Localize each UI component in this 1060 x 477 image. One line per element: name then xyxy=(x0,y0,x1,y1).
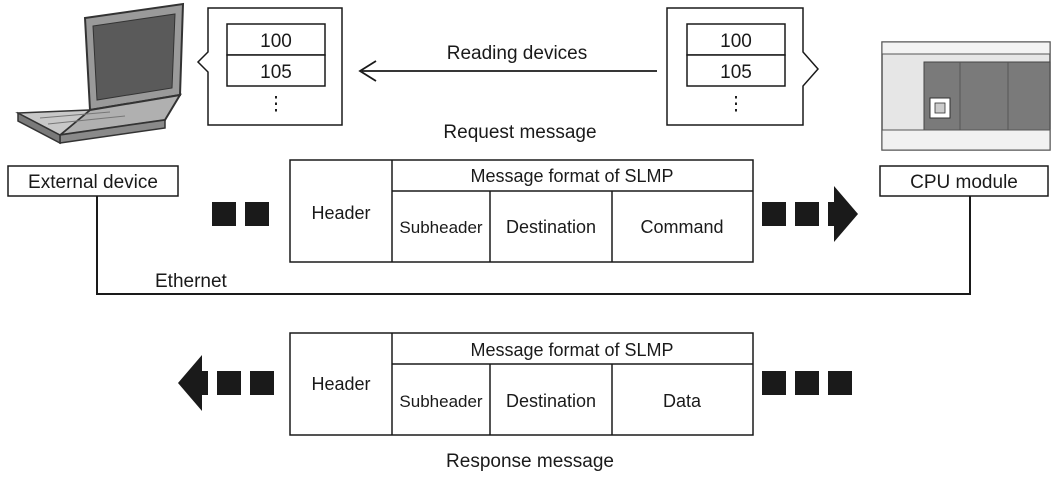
response-message-frame: Header Message format of SLMP Subheader … xyxy=(289,332,754,436)
laptop-icon xyxy=(15,2,185,145)
reading-arrow xyxy=(358,60,657,82)
response-header-cell: Header xyxy=(311,374,370,394)
request-message-frame: Header Message format of SLMP Subheader … xyxy=(289,159,754,263)
external-device-values-callout: 100 105 ⋮ xyxy=(196,7,343,126)
reading-devices-label: Reading devices xyxy=(447,43,587,64)
cpu-device-values-callout: 100 105 ⋮ xyxy=(666,7,820,126)
cpu-device-ellipsis: ⋮ xyxy=(727,94,746,115)
response-field-destination: Destination xyxy=(506,391,596,411)
plc-module-icon xyxy=(881,41,1051,151)
request-flow-arrow xyxy=(212,186,858,242)
response-format-title: Message format of SLMP xyxy=(470,340,673,360)
ethernet-cable xyxy=(96,196,971,295)
request-format-title: Message format of SLMP xyxy=(470,166,673,186)
response-message-caption: Response message xyxy=(446,451,614,472)
response-flow-arrow xyxy=(178,355,852,411)
external-device-value-0: 100 xyxy=(260,31,292,52)
cpu-module-label: CPU module xyxy=(910,172,1018,193)
response-field-data: Data xyxy=(663,391,702,411)
request-field-destination: Destination xyxy=(506,217,596,237)
ethernet-label: Ethernet xyxy=(155,271,228,292)
request-field-subheader: Subheader xyxy=(399,218,483,237)
cpu-device-value-0: 100 xyxy=(720,31,752,52)
external-device-value-1: 105 xyxy=(260,62,292,83)
request-header-cell: Header xyxy=(311,203,370,223)
external-device-label: External device xyxy=(28,172,158,193)
request-field-command: Command xyxy=(640,217,723,237)
request-message-caption: Request message xyxy=(443,122,596,143)
response-field-subheader: Subheader xyxy=(399,392,483,411)
external-device-ellipsis: ⋮ xyxy=(267,94,286,115)
cpu-device-value-1: 105 xyxy=(720,62,752,83)
